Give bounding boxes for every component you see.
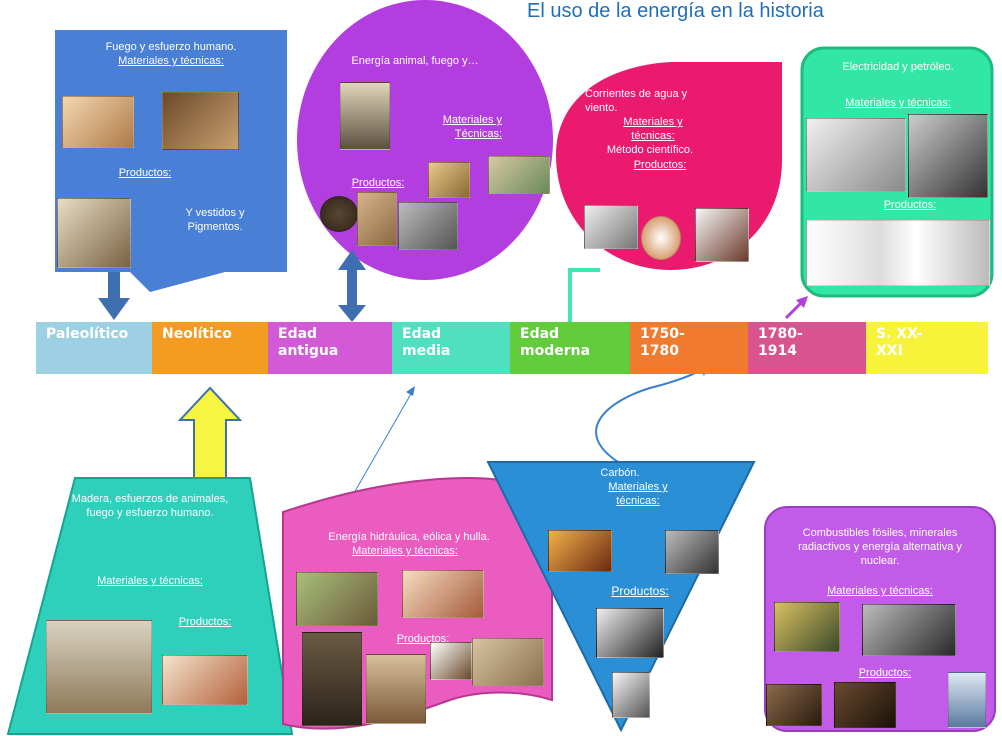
revolucion-image-1: [548, 530, 612, 572]
media-image-3: [302, 632, 362, 726]
connector-moderna: [568, 268, 600, 322]
timeline-neolitico-label: Neolítico: [162, 326, 232, 342]
antigua-image-6: [398, 202, 458, 250]
neolitico-materials: Materiales y técnicas:: [97, 575, 203, 587]
media-materials: Materiales y técnicas:: [352, 545, 458, 557]
arrow-paleolitico: [98, 272, 130, 320]
siglo-xx-bottom-image-1: [774, 602, 840, 652]
antigua-energy: Energía animal, fuego y…: [351, 55, 479, 67]
media-image-5: [430, 642, 472, 680]
arrow-siglo-xx: [784, 296, 808, 320]
siglo-xx-top-energy: Electricidad y petróleo.: [842, 61, 954, 73]
arrow-antigua: [338, 250, 366, 322]
neolitico-products: Productos:: [178, 616, 232, 628]
timeline-edad-antigua: Edad antigua: [268, 322, 392, 374]
siglo-xx-top-image-1: [806, 118, 906, 192]
siglo-xx-bottom-products: Productos:: [858, 667, 912, 679]
timeline-1750-1780: 1750-1780: [630, 322, 748, 374]
siglo-xx-bottom-energy: Combustibles fósiles, minerales radiacti…: [798, 527, 962, 567]
moderna-image-2: [641, 216, 681, 260]
moderna-energy: Corrientes de agua y viento.: [585, 88, 688, 114]
moderna-image-3: [695, 208, 749, 262]
timeline-edad-antigua-label: Edad antigua: [278, 326, 339, 359]
neolitico-image-1: [46, 620, 152, 714]
antigua-products: Productos:: [351, 177, 405, 189]
timeline-siglo-xx-xxi: S. XX-XXI: [866, 322, 988, 374]
paleolitico-image-1: [62, 96, 134, 148]
paleolitico-products: Productos:: [118, 167, 172, 179]
timeline-edad-moderna: Edad moderna: [510, 322, 630, 374]
timeline-edad-media-label: Edad media: [402, 326, 451, 359]
media-image-2: [402, 570, 484, 618]
revolucion-energy: Carbón.: [600, 467, 640, 479]
timeline-edad-media: Edad media: [392, 322, 510, 374]
revolucion-image-4: [612, 672, 650, 718]
antigua-image-1: [340, 82, 390, 150]
revolucion-products: Productos:: [611, 584, 669, 598]
moderna-materials-text: Método científico.: [606, 144, 694, 156]
timeline-siglo-xx-xxi-label: S. XX-XXI: [876, 326, 923, 359]
media-image-1: [296, 572, 378, 626]
siglo-xx-top-image-2: [908, 114, 988, 198]
paleolitico-materials: Materiales y técnicas:: [118, 55, 224, 67]
antigua-image-3: [488, 156, 550, 194]
arrow-neolitico: [177, 386, 243, 479]
timeline-edad-moderna-label: Edad moderna: [520, 326, 591, 359]
paleolitico-energy: Fuego y esfuerzo humano.: [105, 41, 237, 53]
antigua-image-2: [428, 162, 470, 198]
media-image-6: [472, 638, 544, 686]
revolucion-materials: Materiales y técnicas:: [608, 481, 668, 507]
siglo-xx-bottom-image-2: [862, 604, 956, 656]
siglo-xx-top-products: Productos:: [883, 199, 937, 211]
diagram-title: El uso de la energía en la historia: [527, 0, 824, 22]
moderna-image-1: [584, 205, 638, 249]
neolitico-image-2: [162, 655, 248, 705]
siglo-xx-bottom-image-4: [834, 682, 896, 728]
antigua-image-5: [357, 192, 397, 246]
neolitico-energy: Madera, esfuerzos de animales, fuego y e…: [71, 493, 229, 519]
timeline-neolitico: Neolítico: [152, 322, 268, 374]
timeline-paleolitico: Paleolítico: [36, 322, 152, 374]
antigua-materials: Materiales y Técnicas:: [442, 114, 502, 140]
timeline-paleolitico-label: Paleolítico: [46, 326, 129, 342]
siglo-xx-bottom-image-3: [766, 684, 822, 726]
siglo-xx-top-materials: Materiales y técnicas:: [845, 97, 951, 109]
moderna-products: Productos:: [633, 159, 687, 171]
arrow-revolucion: [595, 364, 710, 463]
media-image-4: [366, 654, 426, 724]
media-energy: Energía hidráulica, eólica y hulla.: [328, 531, 490, 543]
timeline-1780-1914: 1780-1914: [748, 322, 866, 374]
timeline-1750-1780-label: 1750-1780: [640, 326, 685, 359]
paleolitico-products-text: Y vestidos y Pigmentos.: [185, 207, 245, 233]
siglo-xx-bottom-image-5: [948, 672, 986, 728]
revolucion-image-3: [596, 608, 664, 658]
paleolitico-image-2: [162, 92, 239, 150]
siglo-xx-bottom-materials: Materiales y técnicas:: [827, 585, 933, 597]
timeline-1780-1914-label: 1780-1914: [758, 326, 803, 359]
paleolitico-image-3: [57, 198, 131, 268]
moderna-materials: Materiales y técnicas:: [623, 116, 683, 142]
revolucion-image-2: [665, 530, 719, 574]
revolucion-shape: [486, 461, 756, 733]
antigua-image-4: [320, 196, 358, 232]
siglo-xx-top-image-3: [806, 220, 990, 286]
